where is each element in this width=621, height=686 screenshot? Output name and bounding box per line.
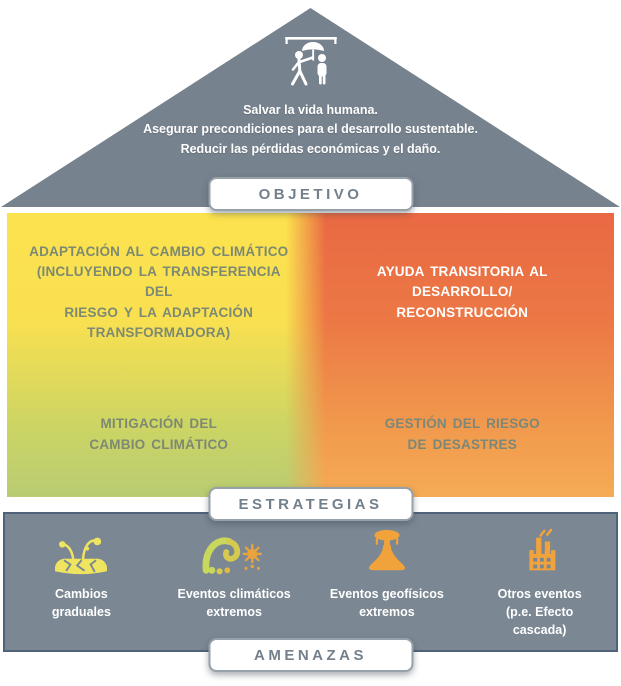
volcano-icon: [359, 524, 415, 578]
strategies-quadrants: ADAPTACIÓN AL CAMBIO CLIMÁTICO (INCLUYEN…: [7, 213, 614, 497]
strategies-badge-label: ESTRATEGIAS: [238, 495, 383, 513]
threat-gradual-changes: Cambios graduales: [5, 524, 158, 621]
quadrant-mitigation: MITIGACIÓN DEL CAMBIO CLIMÁTICO: [89, 416, 229, 452]
threat-other-events: Otros eventos (p.e. Efecto cascada): [463, 524, 616, 639]
wave-storm-icon: [202, 524, 266, 578]
disaster-side-gradient: [286, 213, 614, 497]
strategies-badge: ESTRATEGIAS: [208, 487, 413, 521]
threat-label: Otros eventos (p.e. Efecto cascada): [497, 587, 582, 638]
threat-label: Cambios graduales: [51, 587, 111, 620]
objective-badge-label: OBJETIVO: [258, 185, 363, 203]
objective-statement: Salvar la vida humana. Asegurar precondi…: [1, 101, 620, 159]
quadrant-transitional-aid: AYUDA TRANSITORIA AL DESARROLLO/ RECONST…: [376, 264, 548, 320]
threats-panel: Cambios graduales: [3, 512, 618, 652]
quadrant-adaptation: ADAPTACIÓN AL CAMBIO CLIMÁTICO (INCLUYEN…: [29, 243, 289, 340]
threat-label: Eventos climáticos extremos: [177, 587, 291, 620]
quadrant-disaster-risk: GESTIÓN DEL RIESGO DE DESASTRES: [384, 416, 540, 452]
threat-extreme-geophysical-events: Eventos geofísicos extremos: [311, 524, 464, 621]
threats-badge-label: AMENAZAS: [254, 646, 367, 664]
objective-line-2: Asegurar precondiciones para el desarrol…: [143, 122, 478, 137]
factory-icon: [513, 524, 567, 578]
umbrella-people-icon: [276, 34, 346, 97]
objective-line-3: Reducir las pérdidas económicas y el dañ…: [180, 141, 441, 156]
threat-extreme-climate-events: Eventos climáticos extremos: [158, 524, 311, 621]
objective-line-1: Salvar la vida humana.: [243, 102, 378, 117]
strategies-matrix: ADAPTACIÓN AL CAMBIO CLIMÁTICO (INCLUYEN…: [7, 213, 614, 497]
wilted-plant-icon: [52, 524, 110, 578]
threat-label: Eventos geofísicos extremos: [329, 587, 444, 620]
threats-badge: AMENAZAS: [208, 638, 413, 672]
objective-badge: OBJETIVO: [208, 177, 413, 211]
